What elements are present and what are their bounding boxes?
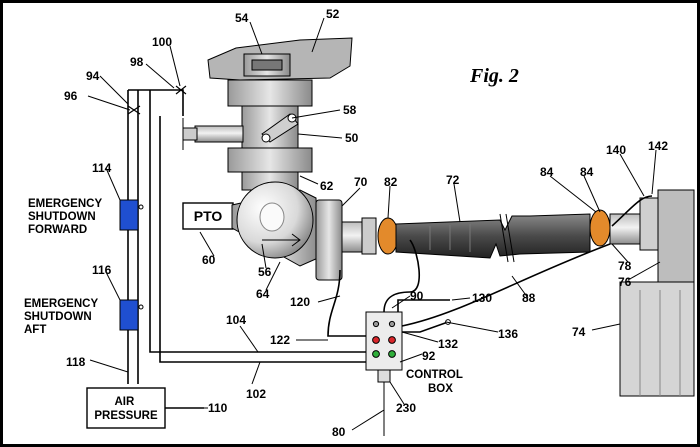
ref-230: 230 xyxy=(396,401,416,415)
outlet-flange xyxy=(315,199,343,281)
pto-label: PTO xyxy=(194,208,223,224)
indicator-green-2 xyxy=(388,350,396,358)
ref-90: 90 xyxy=(410,289,424,303)
gearbox-mid-flange xyxy=(227,147,313,173)
ref-130: 130 xyxy=(472,291,492,305)
air-line-104 xyxy=(149,90,366,353)
ref-102: 102 xyxy=(246,387,266,401)
valve-96 xyxy=(127,105,141,115)
ref-142: 142 xyxy=(648,139,668,153)
air-line-102 xyxy=(159,116,366,363)
control-box-label: CONTROL BOX xyxy=(406,369,466,395)
ref-60: 60 xyxy=(202,253,216,267)
cable-80 xyxy=(351,382,385,436)
wire-142 xyxy=(611,195,653,227)
ref-84b: 84 xyxy=(580,165,594,179)
ref-64: 64 xyxy=(256,287,270,301)
ref-52: 52 xyxy=(326,7,340,21)
seal-ring-82 xyxy=(377,217,399,255)
ref-140: 140 xyxy=(606,143,626,157)
ref-98: 98 xyxy=(130,55,144,69)
ref-92: 92 xyxy=(422,349,436,363)
ref-54: 54 xyxy=(235,11,249,25)
ref-94: 94 xyxy=(86,69,100,83)
figure-title: Fig. 2 xyxy=(469,65,519,87)
ref-62: 62 xyxy=(320,179,334,193)
wire-130 xyxy=(397,299,450,312)
ref-88: 88 xyxy=(522,291,536,305)
ref-78: 78 xyxy=(618,259,632,273)
ref-122: 122 xyxy=(270,333,290,347)
bulkhead-wall xyxy=(657,189,695,291)
ref-80: 80 xyxy=(332,425,346,439)
ref-76: 76 xyxy=(618,275,632,289)
pto-box xyxy=(182,202,234,230)
emergency-forward-label: EMERGENCY SHUTDOWN FORWARD xyxy=(28,198,105,236)
ref-56: 56 xyxy=(258,265,272,279)
emergency-aft-label: EMERGENCY SHUTDOWN AFT xyxy=(24,298,101,336)
ref-116: 116 xyxy=(92,263,112,277)
emergency-forward-button xyxy=(119,199,139,231)
air-pressure-box xyxy=(86,387,166,429)
ref-132: 132 xyxy=(438,337,458,351)
ref-70: 70 xyxy=(354,175,368,189)
emergency-aft-button xyxy=(119,299,139,331)
ref-114: 114 xyxy=(92,161,112,175)
reference-numerals: 54 52 100 98 94 96 58 50 62 70 82 72 84 … xyxy=(64,7,668,439)
ref-96: 96 xyxy=(64,89,78,103)
indicator-red-1 xyxy=(372,336,380,344)
exhaust-pipe xyxy=(395,213,591,259)
wire-90 xyxy=(383,239,421,313)
actuator-cylinder xyxy=(194,125,244,143)
valve-98 xyxy=(175,85,187,95)
wire-136 xyxy=(402,321,449,333)
air-pressure-label: AIR PRESSURE xyxy=(94,396,158,422)
ref-136: 136 xyxy=(498,327,518,341)
wire-88 xyxy=(401,243,611,327)
indicator-green-1 xyxy=(372,350,380,358)
bulkhead-74 xyxy=(619,281,695,397)
control-box xyxy=(365,311,403,371)
ref-82: 82 xyxy=(384,175,398,189)
ref-100: 100 xyxy=(152,35,172,49)
gearbox-top-flange xyxy=(227,79,313,107)
ref-50: 50 xyxy=(345,131,359,145)
seal-ring-84 xyxy=(589,209,611,247)
ref-120: 120 xyxy=(290,295,310,309)
ref-72: 72 xyxy=(446,173,460,187)
ref-110: 110 xyxy=(208,401,228,415)
ref-104: 104 xyxy=(226,313,246,327)
wire-120 xyxy=(327,269,366,337)
ref-74: 74 xyxy=(572,325,586,339)
leader-lines xyxy=(87,17,661,409)
indicator-red-2 xyxy=(388,336,396,344)
ref-84a: 84 xyxy=(540,165,554,179)
ref-118: 118 xyxy=(66,355,86,369)
ref-58: 58 xyxy=(343,103,357,117)
